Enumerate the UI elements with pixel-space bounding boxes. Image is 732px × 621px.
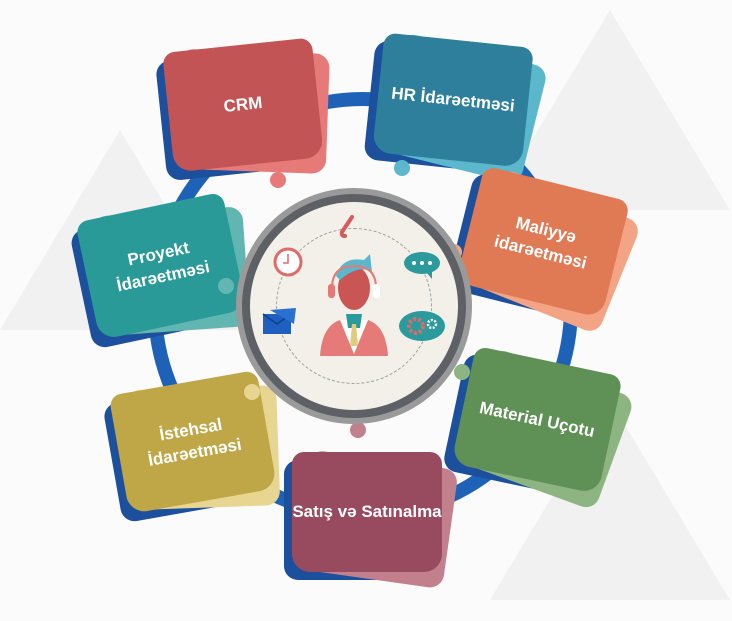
connector-knob (350, 422, 366, 438)
connector-knob (394, 160, 410, 176)
connector-knob (270, 172, 286, 188)
connector-knob (218, 278, 234, 294)
module-label-box: HR İdarəetməsi (372, 32, 534, 168)
module-label: Proyekt İdarəetməsi (114, 238, 212, 296)
clock-icon (273, 247, 303, 277)
module-material[interactable]: Material Uçotu (441, 345, 636, 512)
chat-bubble-icon (404, 252, 440, 279)
module-label: Maliyyə idarəetməsi (492, 213, 589, 273)
module-satis[interactable]: Satış və Satınalma (284, 449, 459, 590)
module-hr[interactable]: HR İdarəetməsi (363, 31, 549, 185)
envelope-icon (262, 308, 296, 334)
module-crm[interactable]: CRM (155, 37, 330, 182)
module-label: Satış və Satınalma (292, 501, 442, 521)
module-label-box: CRM (162, 37, 324, 173)
gears-icon (399, 311, 445, 341)
module-label: CRM (222, 92, 264, 116)
connector-knob (244, 384, 260, 400)
phone-icon (339, 215, 354, 238)
module-label: Material Uçotu (477, 397, 597, 441)
support-agent-icon (320, 254, 388, 356)
module-label: HR İdarəetməsi (390, 83, 516, 115)
dashed-orbit (276, 228, 432, 384)
module-label-box: Satış və Satınalma (292, 452, 442, 572)
module-label: İstehsal İdarəetməsi (146, 414, 244, 470)
connector-knob (454, 364, 470, 380)
